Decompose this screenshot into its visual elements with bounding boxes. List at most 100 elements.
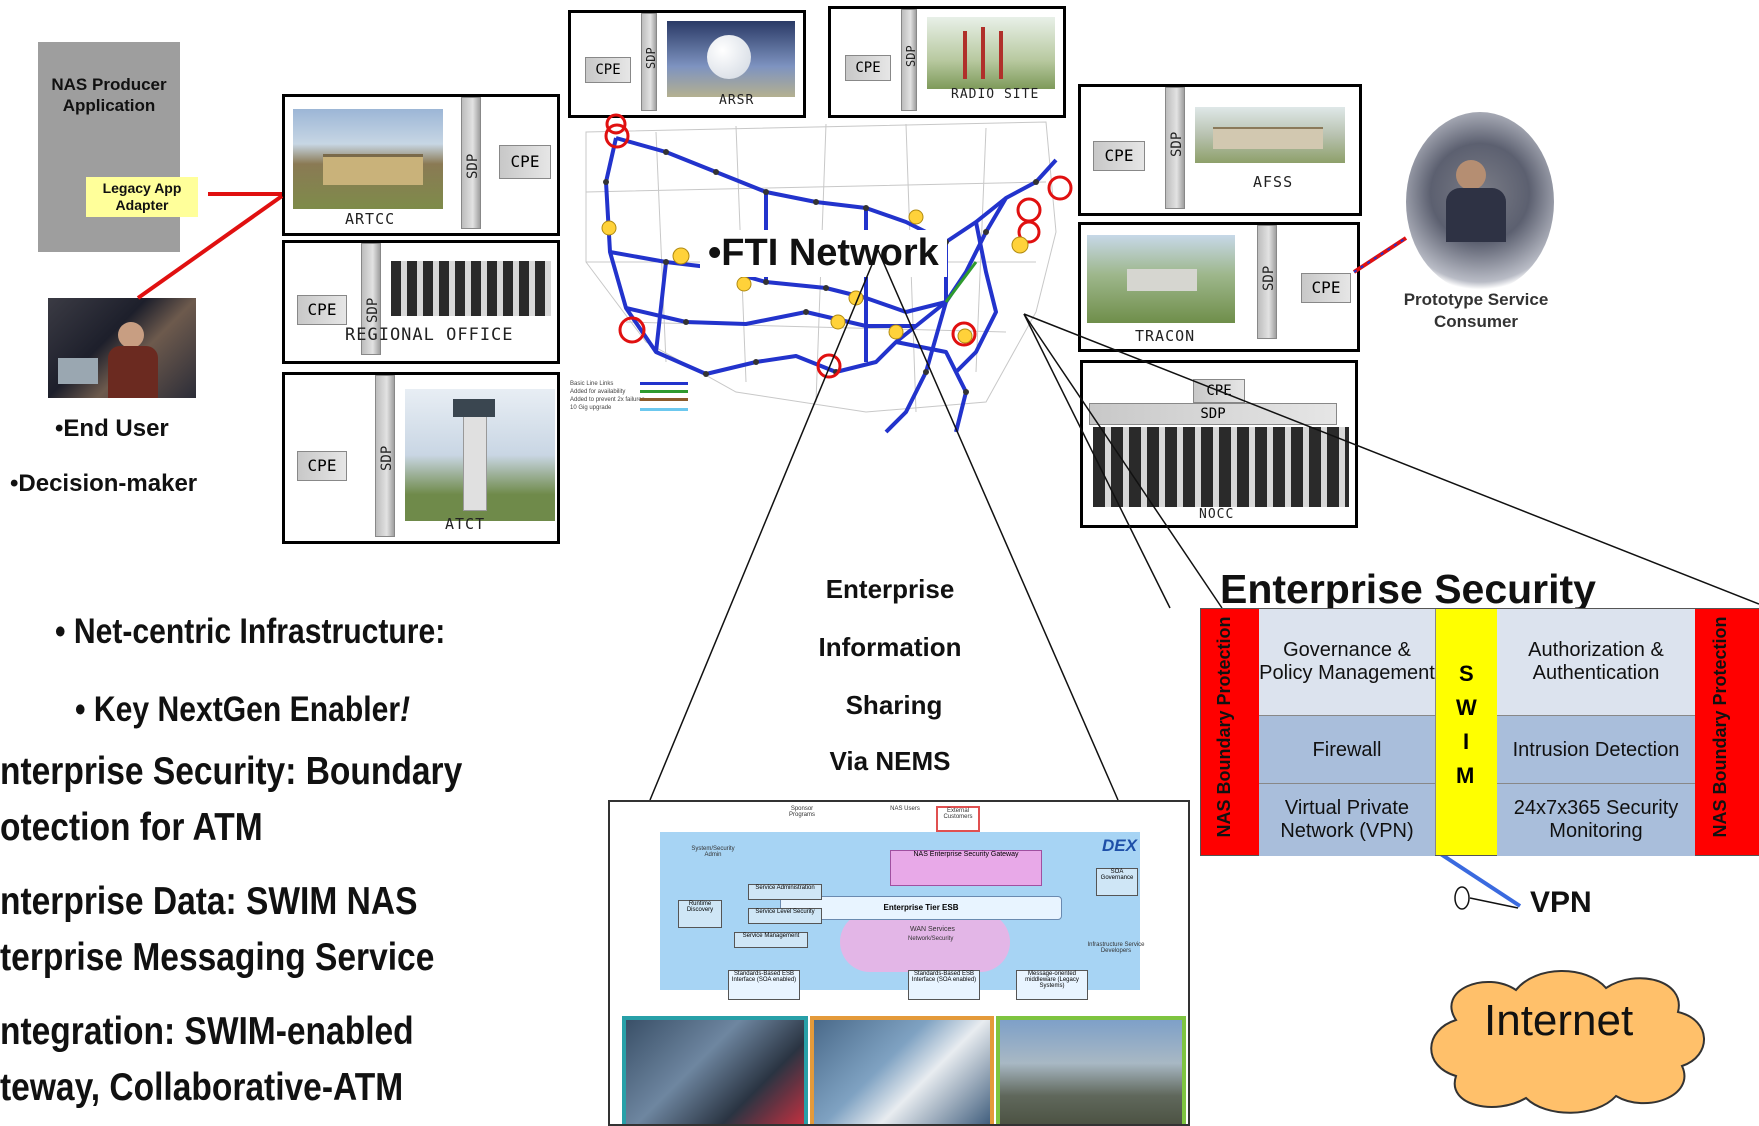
atct-label: ATCT: [445, 515, 486, 533]
firewall-cell: Firewall: [1259, 715, 1435, 784]
legend-availability: Added for availability: [570, 389, 626, 395]
bullet-security-1: nterprise Security: Boundary: [0, 750, 463, 793]
atct-site: CPE SDP ATCT: [282, 372, 560, 544]
boundary-left: [1201, 609, 1259, 855]
end-user-photo: [48, 298, 196, 398]
atct-cpe: CPE: [297, 451, 347, 481]
security-table: NAS Boundary Protection Governance & Pol…: [1200, 608, 1759, 856]
radio-photo: [927, 17, 1055, 89]
artcc-cpe: CPE: [499, 145, 551, 179]
internet-cloud: [1430, 970, 1705, 1114]
nas-producer-application: NAS Producer Application Legacy App Adap…: [38, 42, 198, 252]
radio-label: RADIO SITE: [951, 87, 1040, 102]
tracon-cpe: CPE: [1301, 273, 1351, 303]
monitoring-cell: 24x7x365 Security Monitoring: [1497, 783, 1695, 856]
regional-building: [391, 261, 551, 316]
authz-cell: Authorization & Authentication: [1497, 609, 1695, 715]
arsr-photo: [667, 21, 795, 97]
svc-level-box: Service Level Security: [748, 908, 822, 924]
tracon-label: TRACON: [1135, 327, 1196, 345]
svc-admin-box: Service Administration: [748, 884, 822, 900]
artcc-photo: [293, 109, 443, 209]
wan-cloud: [840, 912, 1010, 972]
dex-title: DEX: [1102, 836, 1137, 855]
nocc-site: CPE SDP NOCC: [1080, 360, 1358, 528]
netsec-label: Network/Security: [908, 936, 954, 942]
afss-cpe: CPE: [1093, 141, 1145, 171]
gateway-box: NAS Enterprise Security Gateway: [890, 850, 1042, 886]
nocc-label: NOCC: [1199, 507, 1235, 522]
wan-label: WAN Services: [910, 926, 955, 933]
nocc-cpe: CPE: [1193, 379, 1245, 403]
eis-line-3: Sharing: [845, 690, 943, 720]
bullet-security-2: otection for ATM: [0, 806, 263, 849]
swim-m: M: [1456, 763, 1475, 788]
swim-i: I: [1463, 729, 1470, 754]
esb-label: Enterprise Tier ESB: [883, 903, 959, 912]
radio-cpe: CPE: [845, 55, 891, 81]
internet-label: Internet: [1484, 996, 1634, 1045]
governance-cell: Governance & Policy Management: [1259, 609, 1435, 715]
regional-label: REGIONAL OFFICE: [345, 325, 514, 345]
decision-maker-label: •Decision-maker: [10, 470, 198, 497]
afss-label: AFSS: [1253, 173, 1294, 191]
eis-line-4: Via NEMS: [829, 746, 951, 776]
regional-office-site: CPE SDP REGIONAL OFFICE: [282, 240, 560, 364]
boundary-right-label: NAS Boundary Protection: [1710, 616, 1730, 838]
esb-arrow: Enterprise Tier ESB: [780, 896, 1062, 920]
runtime-box: Runtime Discovery: [678, 900, 722, 928]
tracon-site: SDP CPE TRACON: [1078, 222, 1360, 352]
artcc-label: ARTCC: [345, 210, 396, 228]
consumer-photo: [1406, 112, 1554, 292]
legend-2x: Added to prevent 2x failures: [570, 397, 645, 403]
msg-box: Message-oriented middleware (Legacy Syst…: [1016, 970, 1088, 1000]
nas-users-box: NAS Users: [890, 806, 920, 812]
consumer-label-2: Consumer: [1433, 312, 1519, 331]
gateway-label: NAS Enterprise Security Gateway: [913, 851, 1019, 858]
arsr-cpe: CPE: [585, 57, 631, 83]
swim-s: S: [1459, 661, 1474, 686]
external-box: External Customers: [936, 806, 980, 832]
bullet-data-1: nterprise Data: SWIM NAS: [0, 880, 418, 923]
screen-weather: [810, 1016, 994, 1124]
swim-column: [1435, 609, 1499, 855]
infra-label: Infrastructure Service Developers: [1087, 942, 1145, 954]
intrusion-cell: Intrusion Detection: [1497, 715, 1695, 784]
sponsor-box: Sponsor Programs: [788, 806, 815, 818]
nocc-sdp: SDP: [1089, 403, 1337, 425]
legend-10gig: 10 Gig upgrade: [570, 405, 612, 411]
bullet-nextgen-mark: !: [400, 690, 411, 729]
screen-airport: [996, 1016, 1186, 1124]
regional-cpe: CPE: [297, 295, 347, 325]
bullet-nextgen-text: • Key NextGen Enabler: [75, 690, 401, 729]
boundary-right: [1695, 609, 1759, 855]
bullet-nextgen: • Key NextGen Enabler!: [75, 690, 410, 730]
bullet-net-centric: • Net-centric Infrastructure:: [55, 612, 446, 651]
bullet-integration-2: teway, Collaborative-ATM: [0, 1066, 404, 1109]
sysadmin-label: System/Security Admin: [691, 846, 735, 858]
soa-gov-box: SOA Governance: [1096, 868, 1138, 896]
bullet-data-2: terprise Messaging Service: [0, 936, 435, 979]
std-box-1: Standards-Based ESB Interface (SOA enabl…: [728, 970, 800, 1000]
nocc-building: [1093, 427, 1349, 507]
arsr-site: CPE SDP ARSR: [568, 10, 806, 118]
security-title: Enterprise Security: [1220, 566, 1596, 612]
artcc-site: SDP CPE ARTCC: [282, 94, 560, 236]
end-user-label: •End User: [55, 415, 169, 442]
radio-site: CPE SDP RADIO SITE: [828, 6, 1066, 118]
bullet-integration-1: ntegration: SWIM-enabled: [0, 1010, 414, 1053]
eis-line-1: Enterprise: [825, 574, 955, 604]
vpn-cell: Virtual Private Network (VPN): [1259, 783, 1435, 856]
nems-diagram: DEX NAS Enterprise Security Gateway Ente…: [608, 800, 1190, 1126]
swim-w: W: [1456, 695, 1477, 720]
legacy-adapter: Legacy App Adapter: [86, 177, 198, 217]
std-box-2: Standards-Based ESB Interface (SOA enabl…: [908, 970, 980, 1000]
fti-network-label: •FTI Network: [700, 230, 947, 277]
tracon-photo: [1087, 235, 1235, 323]
producer-title: NAS Producer Application: [51, 75, 167, 115]
svc-mgmt-box: Service Management: [734, 932, 808, 948]
boundary-left-label: NAS Boundary Protection: [1214, 616, 1234, 838]
consumer-label-1: Prototype Service: [1403, 290, 1549, 309]
map-legend: Basic Line Links Added for availability …: [570, 380, 690, 412]
